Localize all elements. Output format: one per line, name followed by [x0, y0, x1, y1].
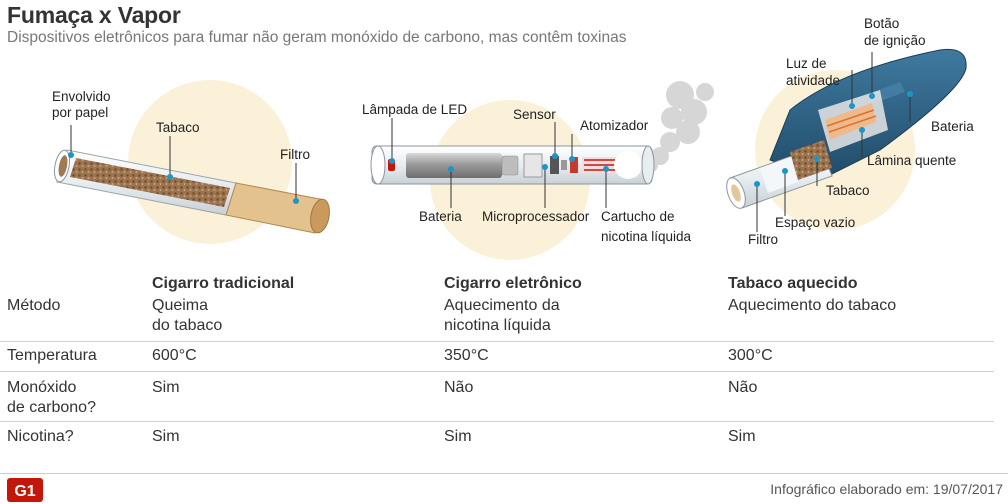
cell-co-traditional: Sim	[152, 379, 180, 396]
label-microprocessor: Microprocessador	[482, 209, 590, 224]
label-led: Lâmpada de LED	[362, 102, 467, 117]
label-activity-1: Luz de	[786, 56, 827, 71]
label-heated-filter: Filtro	[748, 232, 778, 247]
cell-nicotine-electronic: Sim	[444, 428, 472, 445]
cell-temperature-electronic: 350°C	[444, 347, 489, 364]
label-battery: Bateria	[419, 209, 462, 224]
row-label-nicotine: Nicotina?	[7, 428, 74, 445]
cell-nicotine-heated: Sim	[728, 428, 756, 445]
label-heated-battery: Bateria	[931, 119, 974, 134]
col-header-heated: Tabaco aquecido	[728, 275, 858, 292]
electronic-cigarette-drawing	[370, 81, 714, 185]
row-divider	[0, 341, 994, 342]
label-atomizer: Atomizador	[580, 118, 649, 133]
label-ignition-1: Botão	[864, 16, 899, 31]
cell-method-heated: Aquecimento do tabaco	[728, 297, 897, 314]
label-wrapped-paper-1: Envolvido	[52, 89, 111, 104]
label-cartridge-2: nicotina líquida	[601, 229, 692, 244]
row-label-temperature: Temperatura	[7, 347, 97, 364]
g1-logo: G1	[7, 478, 43, 502]
cell-method-traditional: Queima do tabaco	[152, 297, 223, 334]
col-header-traditional: Cigarro tradicional	[152, 275, 295, 292]
footer-credit: Infográfico elaborado em: 19/07/2017	[770, 481, 1003, 497]
label-hot-blade: Lâmina quente	[867, 153, 956, 168]
traditional-cigarette-drawing	[53, 149, 330, 234]
g1-logo-text: G1	[14, 483, 35, 500]
cell-co-heated: Não	[728, 379, 758, 396]
label-filter: Filtro	[280, 147, 310, 162]
row-divider	[0, 421, 994, 422]
vapor-cloud	[642, 81, 714, 173]
page-title: Fumaça x Vapor	[7, 2, 181, 28]
label-empty-space: Espaço vazio	[775, 215, 855, 230]
col-header-electronic: Cigarro eletrônico	[444, 275, 582, 292]
label-wrapped-paper-2: por papel	[52, 105, 108, 120]
row-divider	[0, 371, 994, 372]
row-label-carbon-monoxide: Monóxido de carbono?	[7, 379, 96, 416]
footer-divider	[0, 473, 1008, 474]
label-sensor: Sensor	[513, 107, 556, 122]
cell-method-electronic: Aquecimento da nicotina líquida	[444, 297, 560, 334]
cell-temperature-heated: 300°C	[728, 347, 773, 364]
page-subtitle: Dispositivos eletrônicos para fumar não …	[7, 29, 627, 46]
cell-temperature-traditional: 600°C	[152, 347, 197, 364]
cell-co-electronic: Não	[444, 379, 474, 396]
label-tobacco: Tabaco	[156, 120, 200, 135]
label-activity-2: atividade	[786, 73, 840, 88]
label-cartridge-1: Cartucho de	[601, 209, 675, 224]
label-heated-tobacco: Tabaco	[826, 183, 870, 198]
heated-tobacco-drawing	[726, 48, 967, 209]
cell-nicotine-traditional: Sim	[152, 428, 180, 445]
label-ignition-2: de ignição	[864, 33, 926, 48]
row-label-method: Método	[7, 297, 61, 314]
